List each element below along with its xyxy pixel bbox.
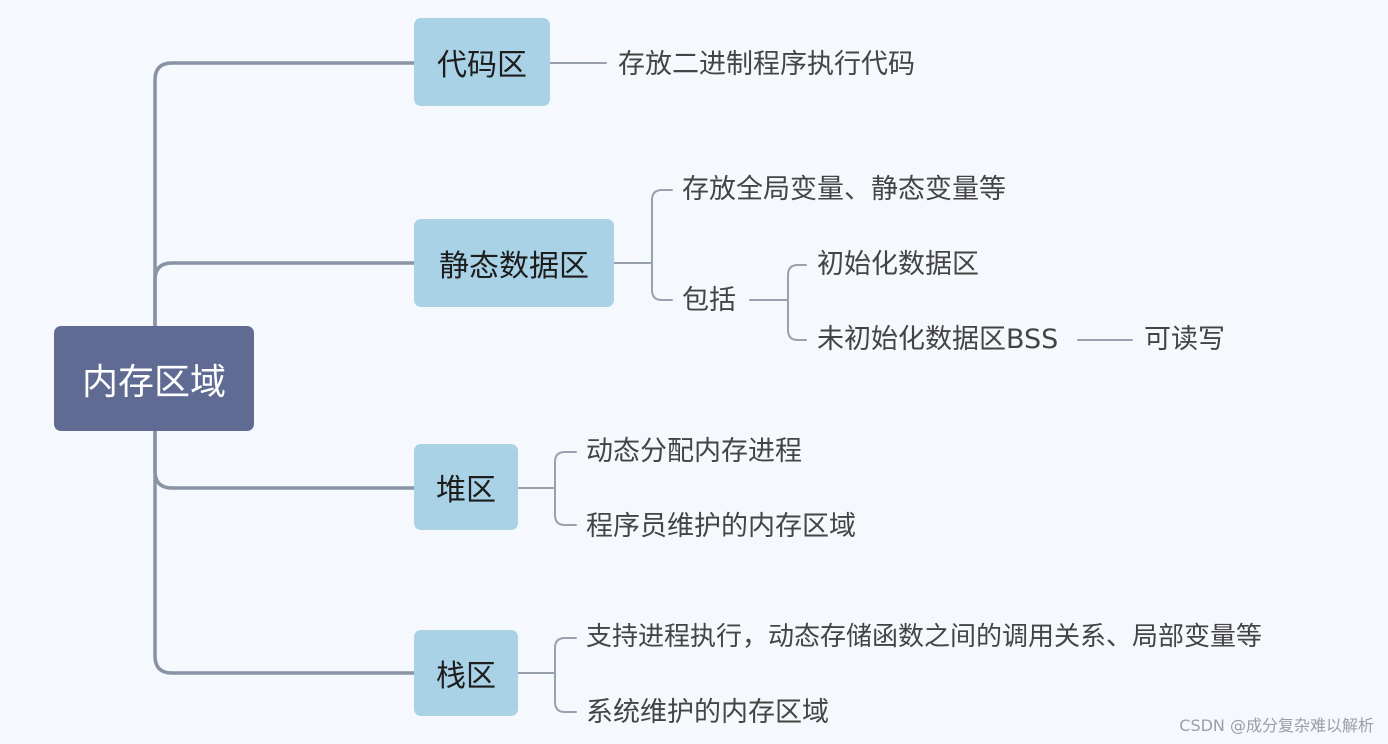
connector-include-init	[787, 264, 807, 301]
connector-static-include	[651, 262, 673, 301]
branch-stack-label: 栈区	[436, 659, 496, 694]
branch-code-label: 代码区	[437, 48, 527, 83]
branch-static[interactable]: 静态数据区	[414, 219, 614, 307]
branch-heap-label: 堆区	[436, 473, 496, 508]
connector-stack-item2	[554, 672, 577, 713]
include-item-bss: 未初始化数据区BSS	[817, 324, 1059, 355]
branch-heap[interactable]: 堆区	[414, 444, 518, 530]
connector-root-heap	[153, 429, 416, 490]
connector-include-bss	[787, 299, 807, 341]
connector-root-code	[153, 61, 416, 328]
stack-item-1: 支持进程执行，动态存储函数之间的调用关系、局部变量等	[586, 622, 1263, 652]
connector-heap-item2	[554, 487, 577, 526]
connector-static-item	[651, 189, 673, 264]
heap-item-2: 程序员维护的内存区域	[586, 511, 856, 542]
root-label: 内存区域	[81, 361, 226, 403]
branch-stack[interactable]: 栈区	[414, 630, 518, 716]
branch-code[interactable]: 代码区	[414, 18, 550, 106]
include-item-init: 初始化数据区	[817, 249, 979, 280]
connector-heap-item1	[554, 451, 577, 489]
static-item-1: 存放全局变量、静态变量等	[682, 174, 1006, 205]
bss-note: 可读写	[1144, 324, 1225, 355]
branch-static-label: 静态数据区	[439, 249, 589, 284]
root-node[interactable]: 内存区域	[54, 326, 254, 431]
heap-item-1: 动态分配内存进程	[586, 436, 802, 467]
static-include-label: 包括	[682, 285, 736, 316]
code-item-1: 存放二进制程序执行代码	[618, 49, 915, 80]
watermark: CSDN @成分复杂难以解析	[1179, 716, 1374, 735]
connector-root-static	[153, 261, 416, 328]
connector-root-stack	[153, 429, 416, 675]
stack-item-2: 系统维护的内存区域	[586, 697, 829, 728]
connector-stack-item1	[554, 637, 577, 674]
